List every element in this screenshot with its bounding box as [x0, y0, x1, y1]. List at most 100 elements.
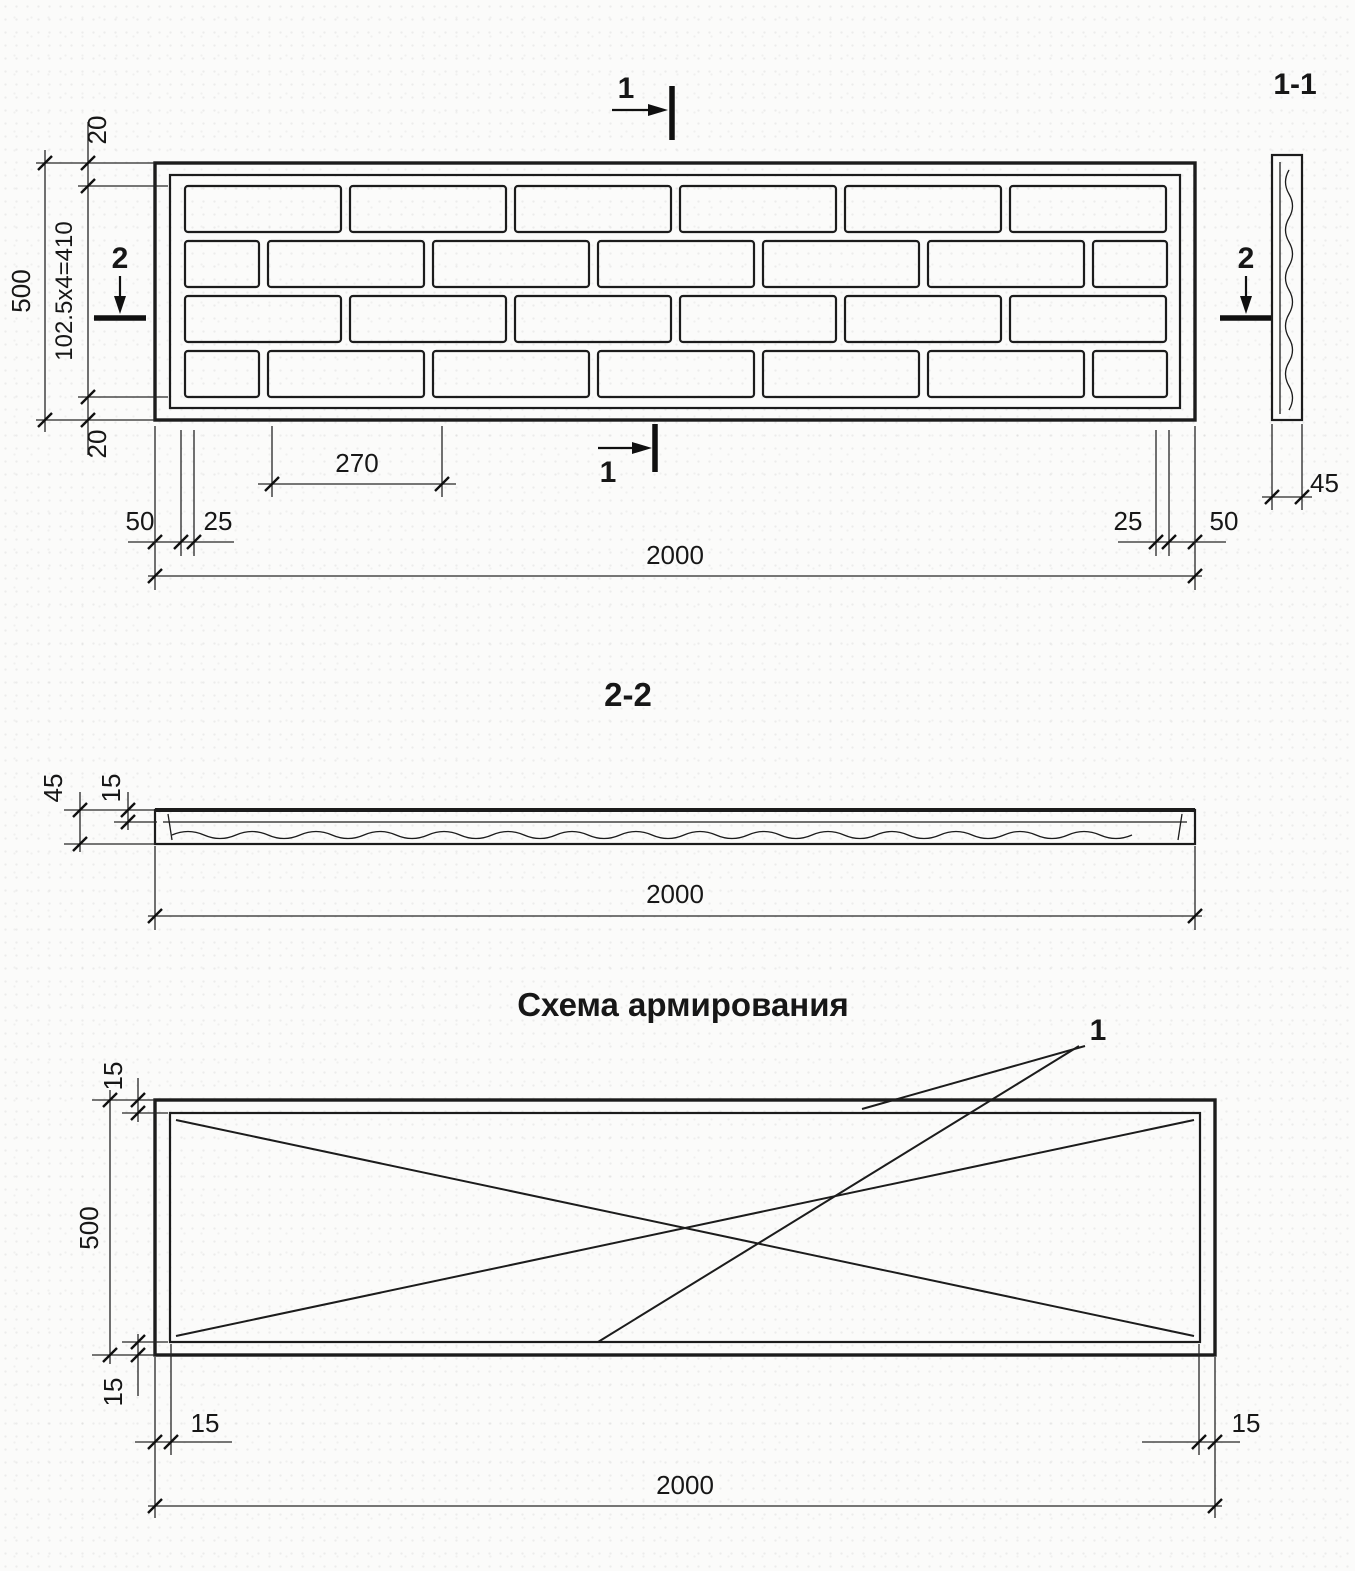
dim-label-15-left: 15 — [191, 1408, 220, 1438]
brick — [596, 239, 756, 289]
dim-tick — [147, 908, 163, 924]
scheme-perimeter-rebar — [168, 1111, 1202, 1344]
brick-row-2 — [183, 239, 1169, 289]
reinforcement-scheme: Схема армирования 1 15 500 15 — [74, 986, 1260, 1518]
dim-tick — [80, 178, 96, 194]
dim-tick — [1148, 534, 1164, 550]
dim-tick — [1161, 534, 1177, 550]
dim-label-50-left: 50 — [126, 506, 155, 536]
panel-inner-border — [168, 173, 1182, 410]
section-1-1-view: 1-1 45 — [1262, 68, 1339, 510]
dim-tick — [147, 1434, 163, 1450]
dim-tick — [102, 1347, 118, 1363]
dim-tick — [80, 389, 96, 405]
arrow-right-icon — [632, 442, 652, 454]
dim-tick — [37, 155, 53, 171]
scheme-title: Схема армирования — [517, 986, 849, 1023]
brick — [348, 184, 508, 234]
dim-label-45: 45 — [1310, 468, 1339, 498]
dim-label-brick-zone: 102.5x4=410 — [51, 221, 78, 360]
dim-tick — [37, 412, 53, 428]
section-2-2-end-mark-left — [167, 813, 173, 841]
dim-tick — [434, 476, 450, 492]
section-2-2-end-mark-right — [1177, 813, 1183, 841]
plan-dims-bottom: 270 50 25 25 50 2000 — [126, 426, 1239, 590]
brick — [1008, 294, 1168, 344]
section-1-1-outline — [1270, 153, 1304, 422]
dim-tick — [163, 1434, 179, 1450]
brick — [183, 294, 343, 344]
brick — [513, 294, 673, 344]
dim-tick — [1294, 489, 1310, 505]
callout-leader-line — [597, 1045, 1080, 1343]
dim-label-50-right: 50 — [1210, 506, 1239, 536]
brick — [843, 184, 1003, 234]
plan-dims-left: 500 20 102.5x4=410 20 — [6, 116, 168, 459]
brick — [678, 294, 838, 344]
dim-tick — [102, 1092, 118, 1108]
section-marker-2-left: 2 — [94, 242, 146, 321]
brick — [926, 349, 1086, 399]
section-label: 2 — [1238, 242, 1255, 275]
section-marker-2-right: 2 — [1220, 242, 1272, 321]
section-2-2-hatch — [171, 830, 1133, 840]
dim-tick — [130, 1347, 146, 1363]
brick — [183, 349, 261, 399]
dim-label-500: 500 — [74, 1206, 104, 1249]
dim-label-25-left: 25 — [204, 506, 233, 536]
diagonal-rebar — [175, 1119, 1195, 1337]
dim-tick — [120, 802, 136, 818]
dim-tick — [173, 534, 189, 550]
dim-tick — [1187, 908, 1203, 924]
arrow-down-icon — [114, 296, 126, 314]
dim-label-500: 500 — [6, 269, 36, 312]
dim-tick — [264, 476, 280, 492]
rebar-callout-label: 1 — [1090, 1014, 1107, 1047]
brick — [1008, 184, 1168, 234]
brick — [266, 349, 426, 399]
dim-label-270: 270 — [335, 448, 378, 478]
brick — [431, 349, 591, 399]
section-1-1-hatch — [1284, 169, 1294, 411]
dim-label-2000: 2000 — [646, 540, 704, 570]
dim-label-2000: 2000 — [646, 879, 704, 909]
dim-label-25-right: 25 — [1114, 506, 1143, 536]
section-marker-1-bottom: 1 — [598, 424, 658, 489]
dim-tick — [120, 814, 136, 830]
dim-tick — [80, 155, 96, 171]
section-label: 1 — [600, 456, 617, 489]
brick — [348, 294, 508, 344]
brick-row-4 — [183, 349, 1169, 399]
brick — [183, 184, 343, 234]
dim-label-20-bottom: 20 — [82, 430, 112, 459]
plan-view: 1 1 2 2 — [6, 72, 1272, 590]
dim-label-15: 15 — [96, 774, 126, 803]
dim-tick — [1191, 1434, 1207, 1450]
arrow-down-icon — [1240, 296, 1252, 314]
dim-tick — [186, 534, 202, 550]
dim-tick — [1207, 1498, 1223, 1514]
panel-outer-border — [153, 161, 1197, 422]
dim-tick — [80, 412, 96, 428]
dim-tick — [147, 1498, 163, 1514]
brick — [596, 349, 756, 399]
brick — [926, 239, 1086, 289]
brick — [513, 184, 673, 234]
brick — [431, 239, 591, 289]
section-marker-1-top: 1 — [612, 72, 675, 140]
section-2-2-title: 2-2 — [604, 676, 652, 713]
brick-row-1 — [183, 184, 1168, 234]
brick — [1091, 239, 1169, 289]
dim-label-45: 45 — [38, 774, 68, 803]
dim-tick — [72, 802, 88, 818]
dim-tick — [130, 1105, 146, 1121]
brick — [761, 349, 921, 399]
scheme-outer-border — [153, 1098, 1217, 1357]
dim-tick — [72, 836, 88, 852]
section-2-2-view: 2-2 45 15 2000 — [38, 676, 1203, 930]
dim-tick — [147, 568, 163, 584]
dim-tick — [1207, 1434, 1223, 1450]
brick — [266, 239, 426, 289]
